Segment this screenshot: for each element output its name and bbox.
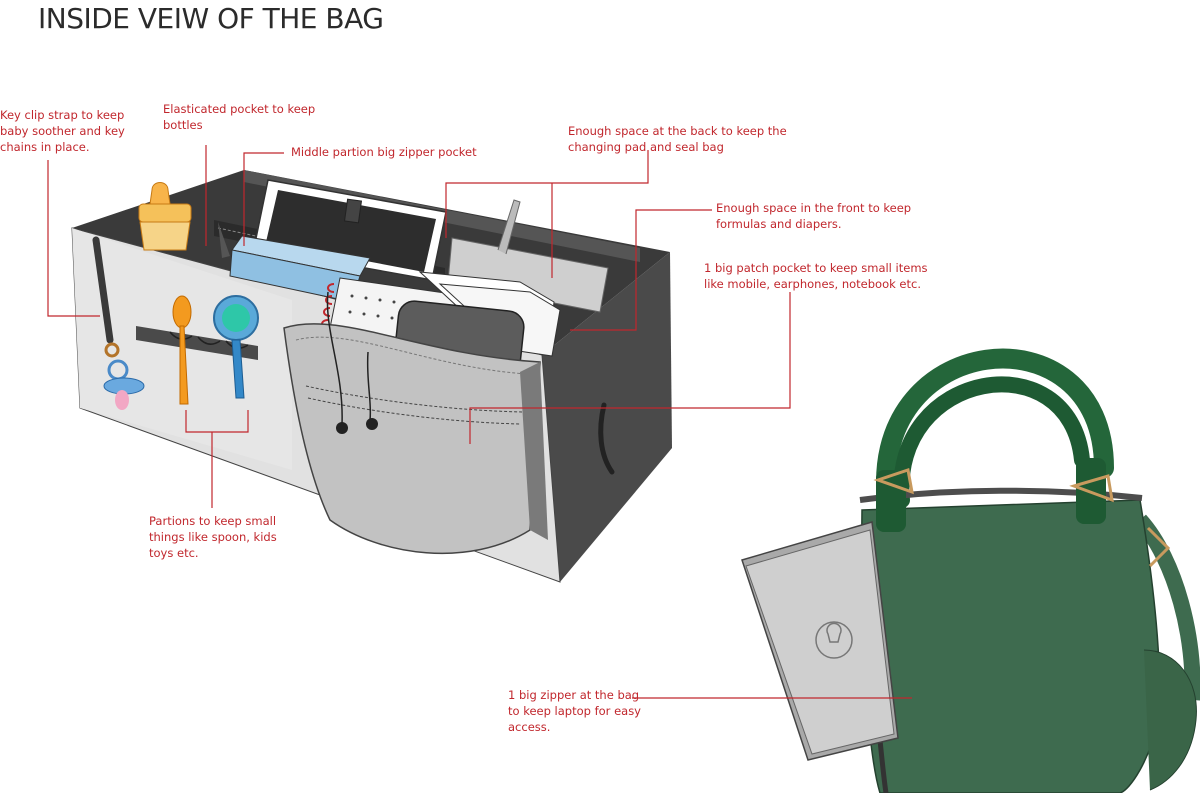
organizer-right-side — [542, 252, 672, 582]
leader-back-space — [445, 150, 649, 238]
callout-laptop-zipper: 1 big zipper at the bag to keep laptop f… — [508, 688, 641, 734]
organizer-side-slot — [598, 402, 615, 475]
leader-middle-pocket — [243, 152, 284, 246]
pacifier-icon — [103, 359, 145, 410]
bag-ring-left — [873, 468, 914, 495]
leader-lines — [47, 145, 912, 699]
leader-key-clip — [47, 160, 100, 317]
rattle-toy-icon — [213, 295, 259, 399]
changing-pad — [447, 237, 609, 313]
bag-handle-front — [893, 376, 1090, 508]
callout-back-space: Enough space at the back to keep the cha… — [568, 124, 787, 154]
bag-side-pocket — [1143, 649, 1197, 791]
callout-front-space: Enough space in the front to keep formul… — [716, 201, 912, 231]
callout-elastic-pocket: Elasticated pocket to keep bottles — [163, 102, 316, 132]
bag-body — [861, 499, 1161, 793]
pad-tab-loop — [497, 199, 521, 255]
handbag — [859, 348, 1200, 793]
spoon-icon — [172, 295, 192, 405]
callout-partitions: Partions to keep small things like spoon… — [149, 514, 277, 560]
earphones-icon — [326, 291, 378, 434]
page-title: INSIDE VEIW OF THE BAG — [38, 2, 384, 35]
leader-patch-pocket — [469, 292, 791, 444]
patch-pocket — [283, 323, 548, 555]
laptop-icon — [741, 521, 899, 761]
leader-front-space — [570, 209, 712, 331]
bag-ring-right — [1069, 474, 1114, 503]
bag-shoulder-strap — [1133, 514, 1200, 701]
bag-strap-clip — [1146, 526, 1171, 568]
bag-handle-back — [876, 348, 1114, 518]
leader-partitions-bracket — [185, 410, 249, 433]
callout-key-clip: Key clip strap to keep baby soother and … — [0, 108, 125, 154]
callout-patch-pocket: 1 big patch pocket to keep small items l… — [704, 261, 928, 291]
bag-side-zipper — [877, 739, 889, 793]
zipper-pull — [218, 222, 230, 258]
lightbulb-logo-icon — [815, 621, 853, 659]
feeding-bottle-icon — [138, 182, 192, 251]
zipper-teeth — [217, 227, 441, 276]
callout-middle-pocket: Middle partion big zipper pocket — [291, 145, 477, 159]
bag-handle-tab-left — [876, 470, 906, 532]
key-clip-strap — [92, 236, 120, 358]
